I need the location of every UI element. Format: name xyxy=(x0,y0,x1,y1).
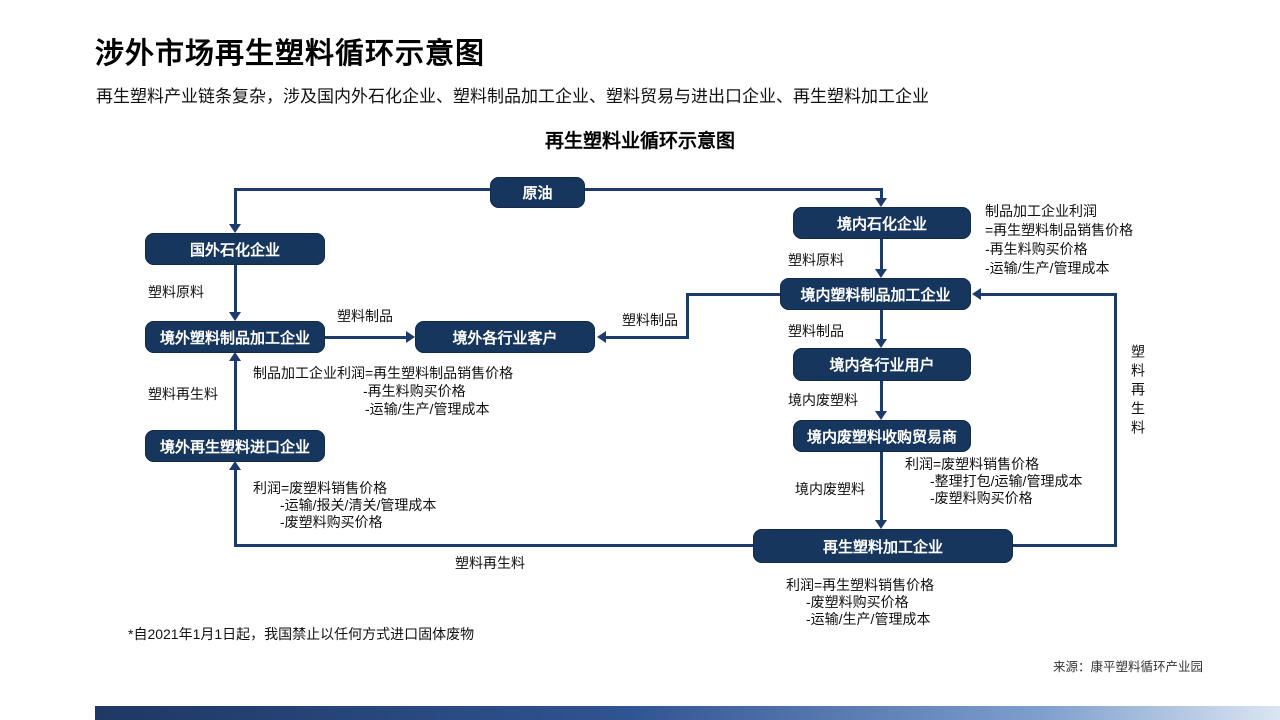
node-overseas-plastic-processor: 境外塑料制品加工企业 xyxy=(145,321,325,353)
arrowhead-into-importer-bottom xyxy=(229,461,241,470)
edge-label-plastic-recycled-left: 塑料再生料 xyxy=(148,386,218,402)
arrowhead-into-foreign-petrochemical xyxy=(229,224,241,233)
annotation-line: 利润=再生塑料销售价格 xyxy=(786,577,935,593)
annotation-line: 制品加工企业利润 xyxy=(985,203,1097,219)
annotation-line: -废塑料购买价格 xyxy=(806,594,909,610)
annotation-right-trader-profit: 利润=废塑料销售价格 -整理打包/运输/管理成本 -废塑料购买价格 xyxy=(905,456,1082,507)
annotation-left-importer-profit: 利润=废塑料销售价格 -运输/报关/清关/管理成本 -废塑料购买价格 xyxy=(253,480,436,531)
node-overseas-recycled-importer: 境外再生塑料进口企业 xyxy=(145,430,325,462)
diagram-title: 再生塑料业循环示意图 xyxy=(544,131,735,152)
node-foreign-petrochemical: 国外石化企业 xyxy=(145,233,325,265)
annotation-line: -再生料购买价格 xyxy=(363,383,466,399)
page-subtitle: 再生塑料产业链条复杂，涉及国内外石化企业、塑料制品加工企业、塑料贸易与进出口企业… xyxy=(96,87,929,106)
footnote: *自2021年1月1日起，我国禁止以任何方式进口固体废物 xyxy=(128,626,475,642)
edge-label-domestic-waste-1: 境内废塑料 xyxy=(788,392,858,408)
edge-label-plastic-recycled-vertical: 塑料再生料 xyxy=(1130,344,1146,439)
connector-return-to-customers xyxy=(606,336,688,339)
arrowhead-into-overseas-customers-right xyxy=(597,331,606,343)
annotation-line: 利润=废塑料销售价格 xyxy=(905,456,1040,472)
node-domestic-waste-trader: 境内废塑料收购贸易商 xyxy=(793,420,971,452)
annotation-line: -废塑料购买价格 xyxy=(930,490,1033,506)
edge-label-plastic-products-right: 塑料制品 xyxy=(788,323,844,339)
edge-label-plastic-products-left: 塑料制品 xyxy=(337,308,393,324)
node-domestic-petrochemical: 境内石化企业 xyxy=(793,207,971,239)
node-crude-oil: 原油 xyxy=(490,177,585,208)
connector-trader-to-recycler xyxy=(880,452,883,522)
connector-overseasprocessor-to-customers xyxy=(325,336,408,339)
connector-oil-right-vertical xyxy=(880,188,883,200)
connector-processor-to-users xyxy=(880,310,883,341)
connector-users-to-trader xyxy=(880,381,883,413)
connector-recycler-left-horizontal xyxy=(234,544,753,547)
node-recycled-plastic-processor: 再生塑料加工企业 xyxy=(753,529,1013,563)
annotation-line: -运输/生产/管理成本 xyxy=(985,260,1110,276)
annotation-line: 制品加工企业利润=再生塑料制品销售价格 xyxy=(253,365,514,381)
node-domestic-plastic-processor: 境内塑料制品加工企业 xyxy=(780,278,971,310)
annotation-left-processor-profit: 制品加工企业利润=再生塑料制品销售价格 -再生料购买价格 -运输/生产/管理成本 xyxy=(253,364,513,418)
connector-left-loop-vertical xyxy=(234,469,237,547)
annotation-line: -整理打包/运输/管理成本 xyxy=(930,473,1083,489)
connector-importer-to-overseasprocessor xyxy=(234,360,237,430)
connector-domesticprocessor-exit-left xyxy=(686,293,780,296)
connector-right-loop-top xyxy=(981,293,1117,296)
connector-oil-left-horizontal xyxy=(234,188,491,191)
page-title: 涉外市场再生塑料循环示意图 xyxy=(95,38,486,70)
edge-label-plastic-products-center: 塑料制品 xyxy=(622,312,678,328)
annotation-right-processor-profit: 制品加工企业利润 =再生塑料制品销售价格 -再生料购买价格 -运输/生产/管理成… xyxy=(985,202,1133,278)
node-domestic-industry-users: 境内各行业用户 xyxy=(793,348,971,381)
edge-label-plastic-recycled-bottom: 塑料再生料 xyxy=(455,555,525,571)
arrowhead-into-overseas-processor-bottom xyxy=(229,352,241,361)
connector-right-loop-vertical xyxy=(1114,293,1117,547)
node-overseas-industry-customers: 境外各行业客户 xyxy=(415,321,595,353)
connector-oil-right-horizontal xyxy=(584,188,882,191)
footer-bar xyxy=(95,706,1280,720)
annotation-bottom-processor-profit: 利润=再生塑料销售价格 -废塑料购买价格 -运输/生产/管理成本 xyxy=(786,577,934,628)
arrowhead-into-waste-trader xyxy=(875,411,887,420)
annotation-line: -废塑料购买价格 xyxy=(280,514,383,530)
arrowhead-into-overseas-processor xyxy=(229,312,241,321)
arrowhead-into-recycler xyxy=(875,520,887,529)
arrowhead-into-domestic-users xyxy=(875,339,887,348)
edge-label-plastic-raw-right: 塑料原料 xyxy=(788,252,844,268)
arrowhead-into-domestic-processor-right xyxy=(972,288,981,300)
connector-recycler-right-horizontal xyxy=(1013,544,1117,547)
annotation-line: 利润=废塑料销售价格 xyxy=(253,480,388,496)
arrowhead-into-domestic-petrochemical xyxy=(875,198,887,207)
annotation-line: -运输/生产/管理成本 xyxy=(806,611,931,627)
connector-return-bend-vertical xyxy=(686,294,689,339)
annotation-line: -运输/报关/清关/管理成本 xyxy=(280,497,437,513)
annotation-line: -再生料购买价格 xyxy=(985,241,1088,257)
connector-foreignpetro-to-overseasprocessor xyxy=(234,265,237,314)
annotation-line: =再生塑料制品销售价格 xyxy=(985,222,1134,238)
edge-label-plastic-raw-left: 塑料原料 xyxy=(148,284,204,300)
arrowhead-into-overseas-customers-left xyxy=(406,331,415,343)
connector-domesticpetro-to-processor xyxy=(880,239,883,271)
connector-oil-left-vertical xyxy=(234,188,237,226)
source-attribution: 来源：康平塑料循环产业园 xyxy=(1053,660,1204,674)
arrowhead-into-domestic-processor xyxy=(875,269,887,278)
annotation-line: -运输/生产/管理成本 xyxy=(365,401,490,417)
edge-label-domestic-waste-2: 境内废塑料 xyxy=(795,481,865,497)
